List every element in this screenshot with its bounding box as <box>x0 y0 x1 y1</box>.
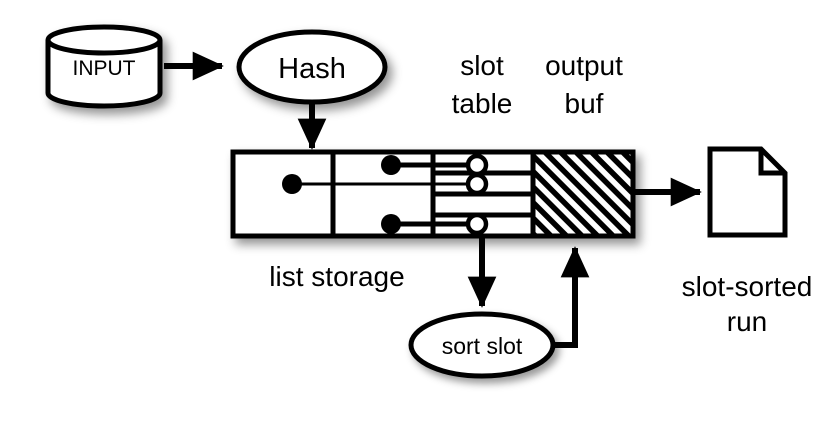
memory-box[interactable] <box>230 149 636 239</box>
slot-table-header-line2: table <box>452 88 513 119</box>
slot-table-header-line1: slot <box>460 50 504 81</box>
output-document[interactable] <box>707 146 788 238</box>
list-node-dot-cell2-row1 <box>381 155 401 175</box>
output-buf-header-line2: buf <box>565 88 604 119</box>
list-node-dot-cell1-row2 <box>282 174 302 194</box>
output-buf-cell[interactable] <box>533 154 631 234</box>
sort-slot-ellipse-label: sort slot <box>442 333 523 359</box>
hash-ellipse-label: Hash <box>278 53 346 85</box>
slot-pointer-circle-row1 <box>465 153 489 177</box>
sort-slot-ellipse[interactable] <box>408 311 556 379</box>
output-buf-header-line1: output <box>545 50 623 81</box>
input-cylinder-label: INPUT <box>73 57 136 80</box>
input-cylinder[interactable] <box>45 24 163 109</box>
list-link-row-2 <box>282 172 489 196</box>
slot-sorted-caption-line2: run <box>727 306 767 337</box>
list-storage-caption: list storage <box>269 261 404 292</box>
list-link-row-4 <box>381 212 489 236</box>
slot-pointer-circle-row2 <box>465 172 489 196</box>
list-node-dot-cell2-row4 <box>381 214 401 234</box>
slot-pointer-circle-row4 <box>465 212 489 236</box>
slot-sorted-caption-line1: slot-sorted <box>682 271 813 302</box>
